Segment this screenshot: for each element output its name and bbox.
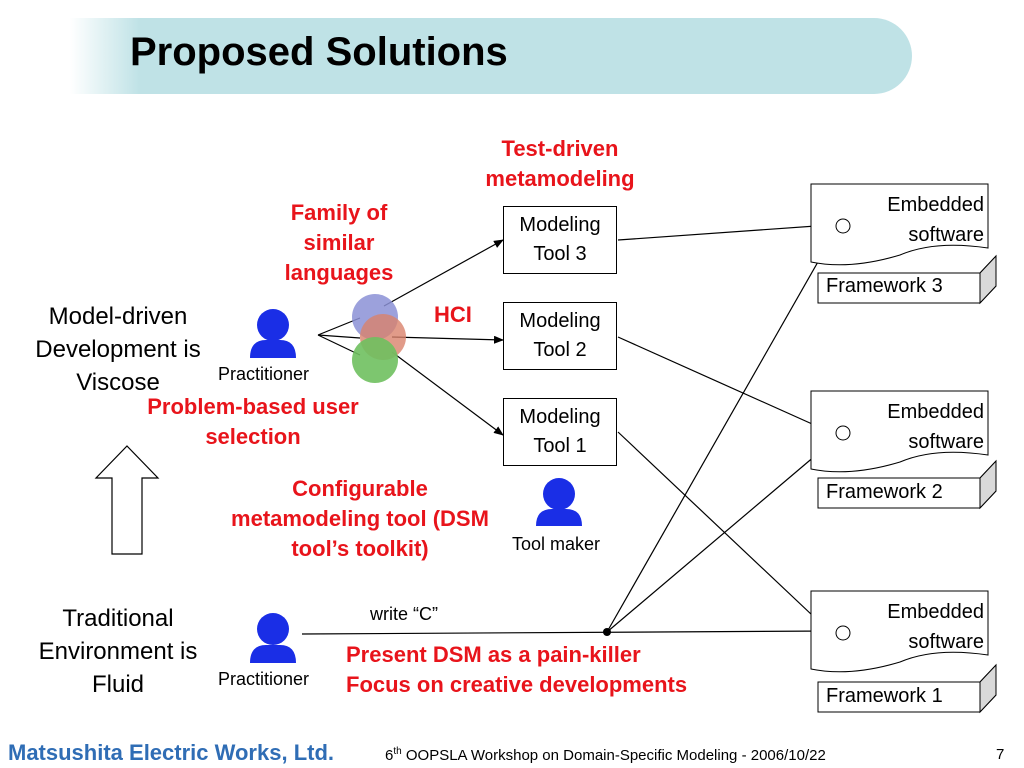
footer-event-ordinal: 6 xyxy=(385,747,394,764)
present-dsm-annotation: Present DSM as a pain-killer xyxy=(346,642,641,667)
practitioner-top-label: Practitioner xyxy=(218,364,310,384)
tool-maker-label: Tool maker xyxy=(512,534,601,554)
tool-3-line2: Tool 3 xyxy=(533,243,587,265)
slide-title: Proposed Solutions xyxy=(130,30,508,74)
practitioner-bottom-label: Practitioner xyxy=(218,669,310,689)
footer-event-sup: th xyxy=(393,746,402,757)
write-c-label: write “C” xyxy=(370,604,438,624)
embedded-block-2 xyxy=(810,390,997,510)
company-logo-text: Matsushita Electric Works, Ltd. xyxy=(8,740,335,765)
tool-3-line1: Modeling xyxy=(519,214,601,236)
arrows-to-tools xyxy=(383,239,504,436)
test-driven-annotation: Test-driven metamodeling xyxy=(485,136,635,191)
tool-2-line1: Modeling xyxy=(519,310,601,332)
traditional-label: Traditional Environment is Fluid xyxy=(38,605,198,698)
hci-annotation: HCI xyxy=(434,302,472,327)
embedded-2-text: Embedded software xyxy=(850,397,984,457)
focus-annotation: Focus on creative developments xyxy=(346,672,688,697)
tool-1-line1: Modeling xyxy=(519,406,601,428)
embedded-3-text: Embedded software xyxy=(850,190,984,250)
family-annotation: Family of similar languages xyxy=(284,200,394,285)
modeling-tool-1: Modeling Tool 1 xyxy=(503,398,617,466)
model-driven-label: Model-driven Development is Viscose xyxy=(35,303,201,396)
language-family-circles xyxy=(352,294,406,383)
embedded-block-1 xyxy=(810,590,997,714)
tool-1-line2: Tool 1 xyxy=(533,435,587,457)
practitioner-bottom-icon xyxy=(250,613,296,663)
framework-2-label: Framework 2 xyxy=(826,481,943,503)
footer-event-rest: OOPSLA Workshop on Domain-Specific Model… xyxy=(401,747,826,764)
embedded-3-line2: software xyxy=(908,224,984,246)
tool-maker-icon xyxy=(536,478,582,526)
embedded-1-line1: Embedded xyxy=(887,601,984,623)
up-arrow-icon xyxy=(94,445,160,555)
embedded-block-3 xyxy=(810,183,997,305)
embedded-2-line1: Embedded xyxy=(887,401,984,423)
embedded-2-line2: software xyxy=(908,431,984,453)
junction-up-arrows xyxy=(606,231,836,633)
footer-event: 6th OOPSLA Workshop on Domain-Specific M… xyxy=(385,746,826,764)
problem-based-annotation: Problem-based user selection xyxy=(147,394,359,449)
embedded-1-text: Embedded software xyxy=(850,597,984,657)
tool-2-line2: Tool 2 xyxy=(533,339,587,361)
embedded-3-line1: Embedded xyxy=(887,194,984,216)
write-c-line xyxy=(301,627,831,636)
modeling-tool-2: Modeling Tool 2 xyxy=(503,302,617,370)
tool-output-arrows xyxy=(617,221,831,633)
framework-3-label: Framework 3 xyxy=(826,275,943,297)
page-number: 7 xyxy=(996,746,1005,763)
title-bar xyxy=(0,18,912,94)
modeling-tool-3: Modeling Tool 3 xyxy=(503,206,617,274)
framework-1-label: Framework 1 xyxy=(826,685,943,707)
configurable-annotation: Configurable metamodeling tool (DSM tool… xyxy=(231,476,489,561)
embedded-1-line2: software xyxy=(908,631,984,653)
practitioner-top-icon xyxy=(250,309,296,358)
